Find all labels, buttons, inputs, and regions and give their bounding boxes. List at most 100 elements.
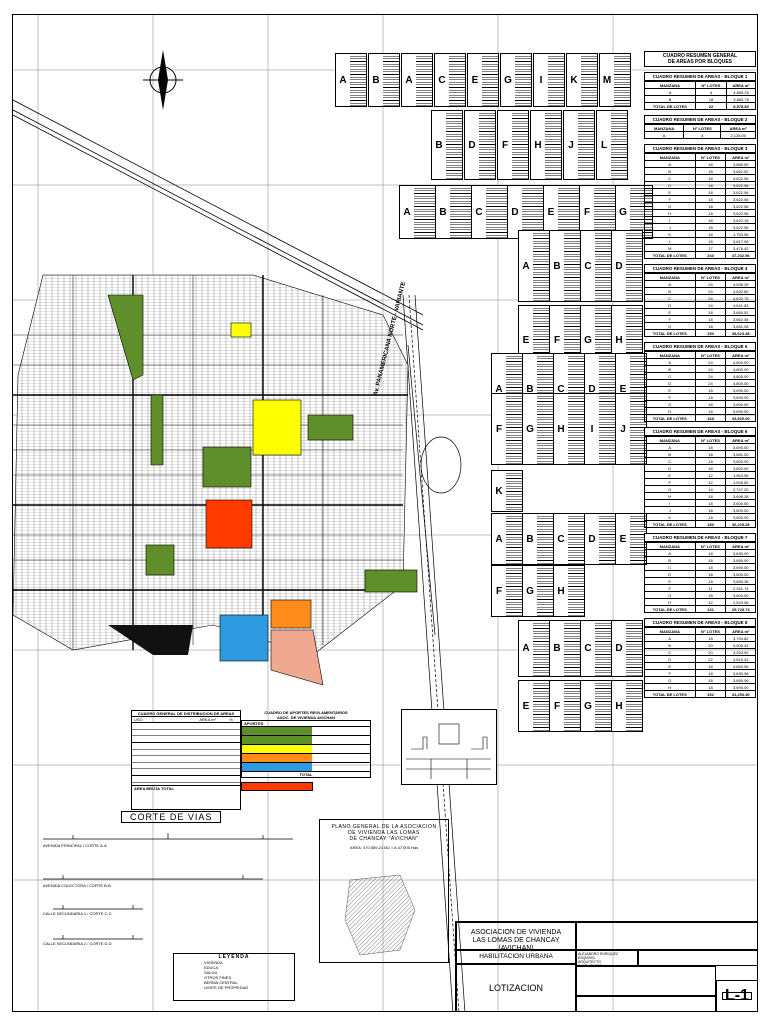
summary-block-title: CUADRO RESUMEN DE AREAS - BLOQUE 2: [644, 115, 756, 124]
table-cell: 20: [694, 648, 727, 656]
summary-col-header: AREA m²: [725, 436, 756, 444]
table-cell: 3,622.56: [725, 223, 756, 231]
table-cell: 3,690.00: [725, 443, 756, 451]
table-cell: 18: [694, 669, 727, 677]
summary-col-header: MANZANA: [644, 542, 696, 550]
total-lotes: 233: [694, 251, 727, 259]
block-letter: B: [436, 186, 451, 238]
table-cell: F: [644, 478, 696, 486]
table-cell: 18: [694, 216, 727, 224]
block-letter: F: [492, 566, 507, 616]
site-outline: [344, 874, 416, 956]
lot-block-col4a-3: D: [611, 230, 643, 302]
lot-block-col7a-2: C: [580, 620, 612, 677]
tb-plan: LOTIZACION: [456, 964, 576, 1011]
summary-block-title: CUADRO RESUMEN DE AREAS - BLOQUE 6: [644, 427, 756, 436]
table-cell: 3,622.56: [725, 181, 756, 189]
aportes-title-2: ASOC. DE VIVIENDA AVICHAN: [276, 715, 336, 720]
total-lotes: 180: [694, 520, 727, 528]
table-cell: D: [644, 655, 696, 663]
table-cell: 4,632.75: [725, 294, 756, 302]
table-cell: 4,632.80: [725, 287, 756, 295]
corte-label-b: AVENIDA COLECTORA / CORTE B-B: [43, 883, 111, 888]
other-zone: [108, 625, 193, 655]
block-letter: G: [501, 54, 516, 106]
leyenda-item: SALUD: [204, 970, 218, 975]
total-label: TOTAL DE LOTES: [644, 520, 696, 528]
table-cell: 18: [694, 634, 727, 642]
table-cell: 4,800.00: [725, 358, 756, 366]
table-cell: 24: [694, 372, 727, 380]
table-cell: 3,690.00: [725, 683, 756, 691]
block-letter: D: [585, 514, 600, 564]
lot-block-row1-4: E: [467, 53, 499, 107]
total-area: 25,725.74: [725, 605, 756, 613]
summary-col-header: MANZANA: [643, 124, 685, 132]
table-cell: G: [644, 591, 696, 599]
recreation-zone: [205, 499, 253, 549]
table-cell: 3,622.56: [725, 195, 756, 203]
north-arrow-icon: [143, 50, 183, 110]
table-cell: 4: [683, 131, 722, 139]
table-cell: 2,128.00: [720, 131, 756, 139]
other-fines-zone: [270, 599, 312, 629]
block-letter: I: [534, 54, 549, 106]
dist-col-uso: USO: [134, 717, 143, 722]
table-cell: D: [644, 301, 696, 309]
table-cell: 2,341.74: [725, 584, 756, 592]
lot-block-row1-6: I: [533, 53, 565, 107]
health-zone: [219, 614, 269, 662]
table-cell: 3,662.52: [725, 167, 756, 175]
lot-block-col5b-3: I: [584, 393, 616, 465]
lot-block-col6a-4: E: [615, 513, 647, 565]
table-cell: H: [644, 209, 696, 217]
table-cell: 3,690.00: [725, 563, 756, 571]
summary-col-header: AREA m²: [720, 124, 756, 132]
table-cell: 18: [694, 662, 727, 670]
total-lotes: 22: [694, 102, 728, 110]
summary-col-header: N° LOTES: [683, 124, 722, 132]
table-cell: C: [644, 648, 696, 656]
table-cell: 18: [694, 174, 727, 182]
corte-label-a: AVENIDA PRINCIPAL / CORTE A-A: [43, 843, 107, 848]
highway-road: [402, 294, 466, 1011]
table-cell: M: [644, 244, 696, 252]
block-letter: H: [554, 566, 569, 616]
table-cell: L: [644, 237, 696, 245]
table-cell: A: [644, 88, 696, 96]
lot-block-row1-7: K: [566, 53, 598, 107]
lot-block-col6a-3: D: [584, 513, 616, 565]
table-cell: 3,690.00: [725, 386, 756, 394]
block-letter: G: [523, 566, 538, 616]
table-cell: 3,696.28: [725, 492, 756, 500]
table-cell: 3,600.00: [725, 499, 756, 507]
table-cell: 18: [694, 591, 727, 599]
table-cell: 4,800.00: [725, 365, 756, 373]
summary-column: CUADRO RESUMEN GENERAL DE AREAS POR BLOQ…: [643, 51, 756, 698]
corte-label-c: CALLE SECUNDARIA 1 / CORTE C-C: [43, 911, 112, 916]
summary-heading-1: CUADRO RESUMEN GENERAL: [662, 53, 738, 59]
block-letter: A: [519, 621, 534, 676]
table-cell: E: [644, 577, 696, 585]
table-cell: 18: [694, 230, 727, 238]
block-letter: J: [616, 394, 631, 464]
lot-block-col6a-0: A: [491, 513, 523, 565]
summary-col-header: MANZANA: [644, 627, 696, 635]
lot-block-row1-2: A: [401, 53, 433, 107]
table-cell: E: [644, 662, 696, 670]
